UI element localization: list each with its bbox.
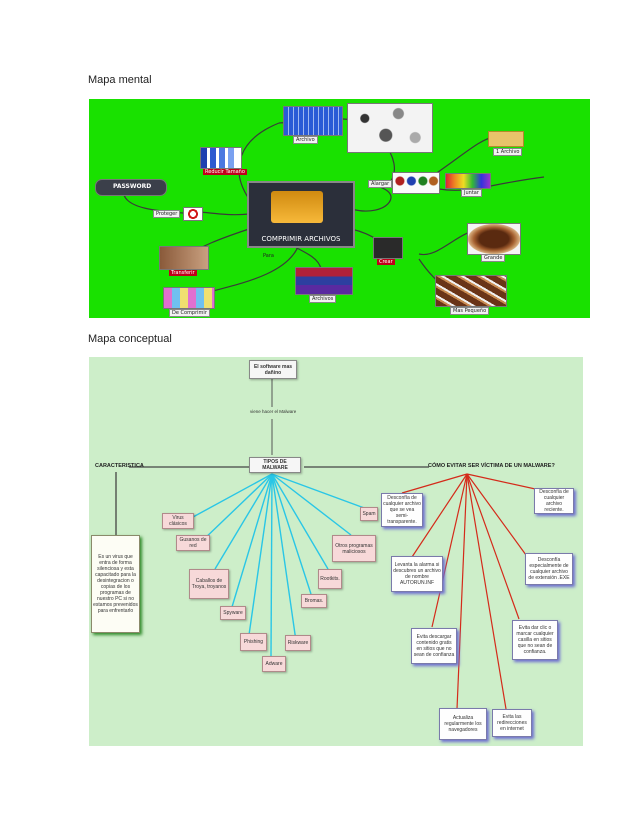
characteristic-node: Es un virus que entra de forma silencios… (91, 535, 140, 633)
mm-grande-label: Grande (481, 254, 506, 262)
type-node: Spyware (220, 606, 246, 620)
type-node: Rootkits. (318, 569, 342, 589)
mm-comprimir-label: De Comprimir (169, 309, 210, 317)
type-node: Virus clásicos (162, 513, 194, 529)
root-link-label: viene hacer el Malware (250, 409, 297, 414)
winrar-image (295, 267, 353, 295)
type-node: Phishing (240, 633, 267, 651)
prevention-node: Actualiza regularmente los navegadores (439, 708, 487, 740)
chart-image (200, 147, 242, 169)
mm-transfer-label: Transferir (169, 270, 197, 276)
prevention-heading: CÓMO EVITAR SER VÍCTIMA DE UN MALWARE? (428, 463, 555, 469)
root-node: El software mas dañino (249, 360, 297, 379)
concept-map-image: El software mas dañino viene hacer el Ma… (89, 357, 583, 746)
mm-proteger-label: Proteger (153, 210, 181, 218)
gadgets-image (347, 103, 433, 153)
mind-map-heading: Mapa mental (88, 74, 152, 86)
cake-image (467, 223, 521, 255)
mm-mas-pequeno-label: Mas Pequeño (450, 307, 490, 315)
type-node: Adware (262, 656, 286, 672)
solar-panel-image (283, 106, 343, 136)
concept-map-heading: Mapa conceptual (88, 333, 172, 345)
type-node: Riskware (285, 635, 311, 651)
compress-center-node: COMPRIMIR ARCHIVOS (247, 181, 355, 248)
blocks-image (163, 287, 215, 309)
password-image (95, 179, 167, 196)
cake-slices-image (435, 275, 507, 307)
type-node: Otros programas maliciosos (332, 535, 376, 562)
characteristic-heading: CARACTERISTICA (95, 463, 144, 469)
mm-crear-label: Crear (377, 259, 395, 265)
prevention-node: Levanta la alarma si descubres un archiv… (391, 556, 443, 592)
mm-archivo-right-label: 1 Archivo (493, 148, 523, 156)
type-node: Spam (360, 507, 378, 521)
concept-map-links (115, 379, 550, 710)
prevention-node: Evita dar clic o marcar cualquier casill… (512, 620, 558, 660)
mm-password-label: PASSWORD (113, 183, 152, 190)
pens-image (445, 173, 491, 189)
mm-reducir-label: Reducir Tamaño (203, 169, 247, 175)
type-node: Caballos de Troya, troyanos (189, 569, 229, 599)
mm-stretch-label: Alargar (368, 180, 393, 188)
mm-para-label: Para (263, 253, 274, 259)
type-node: Bromas. (301, 594, 327, 608)
prevention-node: Desconfía especialmente de cualquier arc… (525, 553, 573, 585)
printer-image (373, 237, 403, 259)
mm-center-title: COMPRIMIR ARCHIVOS (261, 235, 341, 243)
folder-image (488, 131, 524, 147)
people-image (392, 172, 440, 194)
mm-juntar-label: Juntar (461, 189, 482, 197)
compress-icon (271, 191, 323, 223)
types-hub-node: TIPOS DE MALWARE (249, 457, 301, 473)
prevention-node: Desconfía de cualquier archivo reciente. (534, 488, 574, 514)
prevention-node: Evita las redirecciones en internet (492, 709, 532, 737)
prevention-node: Desconfía de cualquier archivo que se ve… (381, 493, 423, 527)
type-node: Gusanos de red (176, 535, 210, 551)
mm-archivo-top-label: Archivo (293, 136, 318, 144)
mind-map-image: Archivo 1 Archivo Reducir Tamaño PASSWOR… (89, 99, 590, 318)
prevention-node: Evita descargar contenido gratis en siti… (411, 628, 457, 664)
transfer-image (159, 246, 209, 270)
no-sign-image (183, 207, 203, 221)
mm-archivos-bottom-label: Archivos (309, 295, 337, 303)
